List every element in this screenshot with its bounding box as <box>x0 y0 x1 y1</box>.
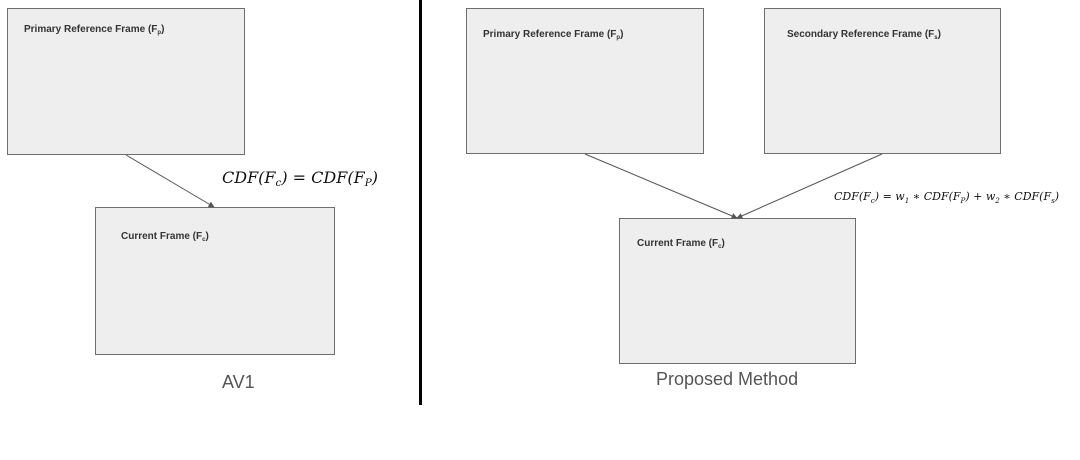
right-equation: CDF(Fc) = w1 ∗ CDF(FP) + w2 ∗ CDF(Fs) <box>834 190 1060 205</box>
right-arrow-secondary-to-current <box>736 153 883 219</box>
right-caption: Proposed Method <box>656 369 799 389</box>
left-caption: AV1 <box>222 372 255 392</box>
right-secondary-reference-frame <box>764 8 1001 154</box>
left-equation: CDF(Fc) = CDF(FP) <box>222 168 378 189</box>
right-primary-frame-label: Primary Reference Frame (Fp) <box>483 29 624 41</box>
right-secondary-frame-label: Secondary Reference Frame (Fs) <box>787 29 941 41</box>
right-primary-reference-frame <box>466 8 704 154</box>
left-primary-reference-frame <box>7 8 245 155</box>
panel-divider <box>419 0 422 405</box>
left-arrow-primary-to-current <box>125 154 215 208</box>
left-current-frame <box>95 207 335 355</box>
left-primary-frame-label: Primary Reference Frame (Fp) <box>24 24 165 36</box>
right-current-frame-label: Current Frame (Fc) <box>637 238 725 250</box>
right-current-frame <box>619 218 856 364</box>
right-arrow-primary-to-current <box>584 153 738 219</box>
left-current-frame-label: Current Frame (Fc) <box>121 231 209 243</box>
